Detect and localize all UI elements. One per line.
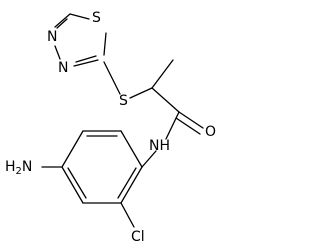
bond-c2-cl <box>120 202 135 228</box>
nh2-suffix: N <box>22 159 32 175</box>
bond-c4-c5 <box>61 130 84 168</box>
bond-carbonyl-o <box>178 111 204 129</box>
atom-n-bottom: N <box>58 60 68 76</box>
bond-c2-s-thioether <box>103 61 121 95</box>
thiadiazole-ring <box>54 13 107 67</box>
bond-c3-c4 <box>61 166 84 204</box>
molecule-structure: S N N S O NH H2N Cl <box>5 10 216 245</box>
bond-c5-n4-double <box>56 18 68 29</box>
bond-c2-s1 <box>103 32 107 56</box>
bond-carbonyl-nh <box>165 111 180 140</box>
bond-c1-c2 <box>120 166 143 204</box>
atom-nh2: H2N <box>5 159 32 177</box>
bond-nh-c1 <box>141 150 157 168</box>
atom-s-ring: S <box>92 10 101 26</box>
bond-c6-c1 <box>120 130 143 168</box>
bond-c1-c2-inner <box>117 167 137 199</box>
nh2-element: H <box>5 159 16 175</box>
bond-ch-methyl <box>151 59 174 89</box>
bond-n3-c2 <box>73 59 99 67</box>
bond-c5-n4 <box>54 13 71 28</box>
bond-n3-c2-double <box>75 55 97 63</box>
bond-c3-c4-inner <box>67 167 87 199</box>
atom-n-top: N <box>47 29 57 45</box>
bond-carbonyl-o-double <box>175 117 201 135</box>
bond-ch-carbonyl <box>151 87 180 113</box>
nh2-subscript: 2 <box>16 166 22 177</box>
atom-cl: Cl <box>131 229 145 245</box>
side-chain <box>103 59 204 140</box>
atom-nh-amide: NH <box>149 138 170 154</box>
atom-o-carbonyl: O <box>205 124 216 140</box>
bond-n4-n3 <box>54 45 61 60</box>
bond-s-c5 <box>69 13 90 20</box>
atom-s-thioether: S <box>119 93 128 109</box>
benzene-ring <box>41 130 157 228</box>
bond-s-ch <box>129 87 153 99</box>
